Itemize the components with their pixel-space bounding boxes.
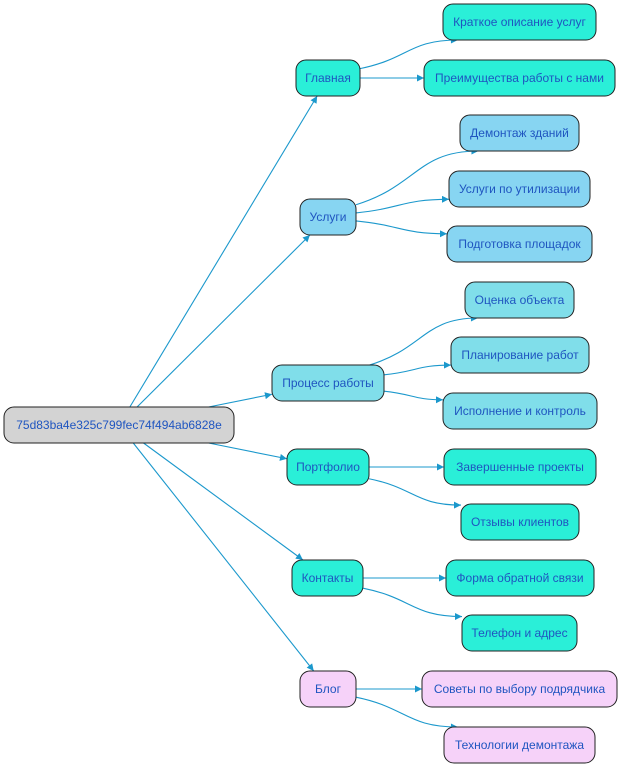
node-blog2[interactable]: Технологии демонтажа [443,726,596,764]
node-box [299,670,357,708]
node-box [291,559,364,597]
node-cont2[interactable]: Телефон и адрес [461,614,578,652]
node-box [3,406,235,444]
edge-root-serv [136,234,311,408]
node-box [442,3,597,41]
node-label: Подготовка площадок [458,237,581,251]
node-box [295,59,361,97]
node-port[interactable]: Портфолио [286,448,370,486]
node-proc1[interactable]: Оценка объекта [464,281,575,319]
node-serv2[interactable]: Услуги по утилизации [448,170,591,208]
node-box [445,559,595,597]
node-label: Телефон и адрес [471,626,567,640]
edge-cont-cont2 [362,587,463,621]
node-label: Преимущества работы с нами [435,71,604,85]
node-label: Планирование работ [461,348,579,362]
node-label: Демонтаж зданий [470,126,569,140]
edge-port-port2 [368,478,462,509]
node-label: Оценка объекта [475,293,565,307]
node-main1[interactable]: Краткое описание услуг [442,3,597,41]
node-box [271,364,385,402]
node-box [442,392,598,430]
node-label: Форма обратной связи [456,571,583,585]
node-port2[interactable]: Отзывы клиентов [460,503,580,541]
node-port1[interactable]: Завершенные проекты [443,448,597,486]
node-proc3[interactable]: Исполнение и контроль [442,392,598,430]
node-proc2[interactable]: Планирование работ [450,336,590,374]
node-label: Краткое описание услуг [453,15,586,29]
node-blog[interactable]: Блог [299,670,357,708]
node-proc[interactable]: Процесс работы [271,364,385,402]
node-label: Отзывы клиентов [471,515,569,529]
node-label: 75d83ba4e325c799fec74f494ab6828e [16,418,222,432]
node-box [459,114,580,152]
node-serv3[interactable]: Подготовка площадок [446,225,593,263]
node-box [299,198,357,236]
node-box [448,170,591,208]
edge-root-port [208,442,288,461]
node-box [450,336,590,374]
node-main[interactable]: Главная [295,59,361,97]
edge-proc-proc3 [383,390,444,404]
edge-root-proc [208,392,273,408]
node-label: Услуги [310,210,347,224]
node-box [464,281,575,319]
node-serv[interactable]: Услуги [299,198,357,236]
node-label: Завершенные проекты [456,460,584,474]
node-label: Исполнение и контроль [454,404,586,418]
edges [129,36,479,731]
node-label: Советы по выбору подрядчика [434,682,606,696]
edge-proc-proc1 [369,314,478,366]
node-label: Блог [315,682,342,696]
node-root[interactable]: 75d83ba4e325c799fec74f494ab6828e [3,406,235,444]
node-box [443,726,596,764]
node-blog1[interactable]: Советы по выбору подрядчика [421,670,618,708]
node-cont1[interactable]: Форма обратной связи [445,559,595,597]
node-label: Услуги по утилизации [459,182,580,196]
node-cont[interactable]: Контакты [291,559,364,597]
edge-proc-proc2 [383,361,452,376]
edge-root-main [129,95,318,408]
node-label: Главная [305,71,351,85]
edge-serv-serv2 [355,195,450,214]
node-box [421,670,618,708]
node-box [461,614,578,652]
node-box [423,59,616,97]
node-label: Портфолио [296,460,360,474]
edge-serv-serv3 [355,220,448,238]
node-box [286,448,370,486]
node-main2[interactable]: Преимущества работы с нами [423,59,616,97]
edge-root-blog [132,442,315,672]
node-box [460,503,580,541]
edge-serv-serv1 [355,147,479,206]
node-label: Процесс работы [282,376,373,390]
node-label: Технологии демонтажа [455,738,584,752]
nodes: 75d83ba4e325c799fec74f494ab6828eГлавнаяК… [3,3,618,764]
edge-main-main1 [359,36,458,70]
edge-root-cont [143,442,304,561]
node-box [443,448,597,486]
node-box [446,225,593,263]
node-label: Контакты [302,571,354,585]
node-serv1[interactable]: Демонтаж зданий [459,114,580,152]
edge-blog-blog2 [355,696,458,731]
